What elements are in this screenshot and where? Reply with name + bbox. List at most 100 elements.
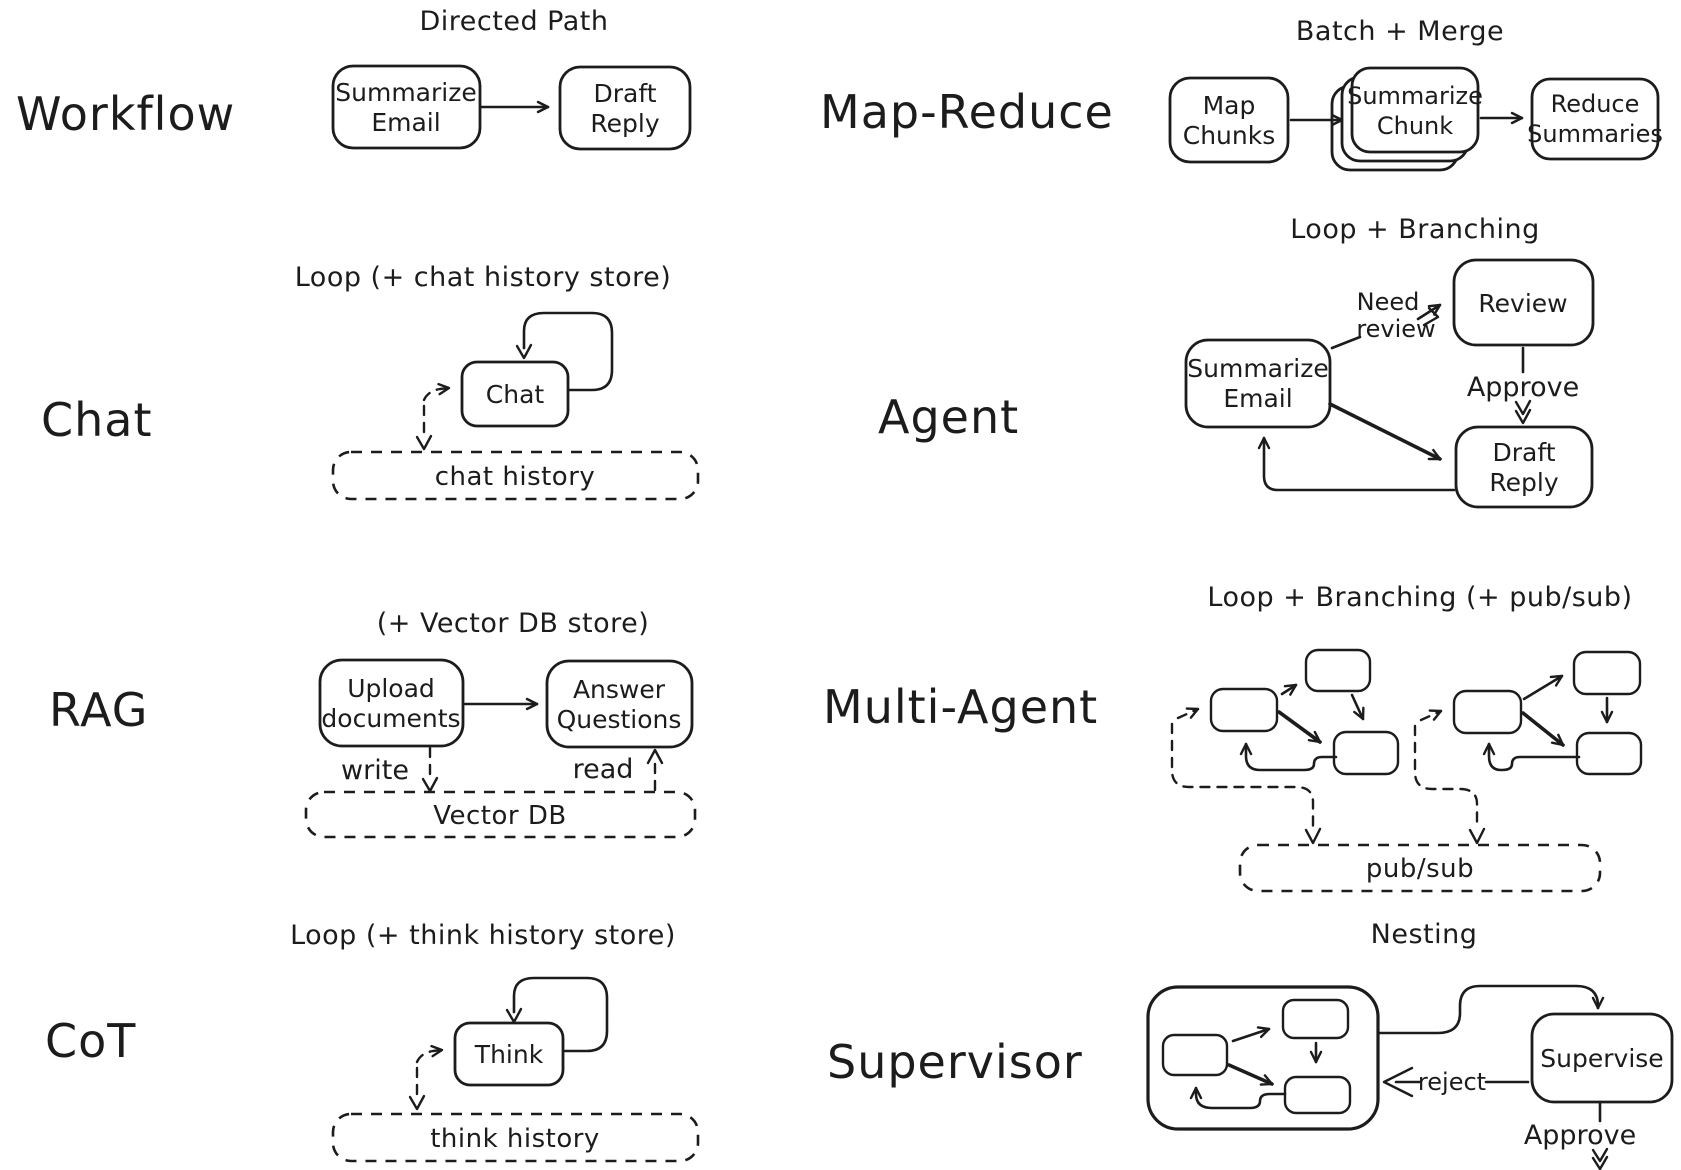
cluster-left-pubsub-dashed-line — [1170, 722, 1315, 830]
workflow-summarize-email-line2: Email — [371, 108, 440, 137]
nested-a-to-b-arrow — [1231, 1026, 1271, 1043]
rag-caption: (+ Vector DB store) — [377, 608, 650, 639]
cluster-right-node-c — [1575, 731, 1643, 776]
workflow-draft-reply-line2: Reply — [590, 109, 659, 138]
multi-agent-cluster-left — [1170, 648, 1400, 845]
cluster-left-a-to-c-arrow — [1277, 710, 1322, 744]
cot-loop-arrow — [512, 976, 609, 1053]
cluster-left-node-b — [1304, 648, 1372, 693]
agent-approve-text: Approve — [1467, 372, 1579, 403]
cluster-left-node-a — [1209, 687, 1279, 733]
workflow-summarize-email-line1: Summarize — [335, 78, 476, 107]
agent-summarize-email-node — [1184, 338, 1332, 429]
workflow-label: Workflow — [16, 87, 235, 141]
reduce-summaries-line2: Summaries — [1527, 120, 1663, 148]
rag-read-text: read — [573, 754, 634, 785]
cluster-right-pubsub-dashed-line — [1413, 724, 1479, 830]
think-history-store — [331, 1112, 700, 1163]
chat-caption: Loop (+ chat history store) — [295, 262, 672, 293]
rag-upload-node — [318, 658, 465, 748]
supervise-node — [1530, 1012, 1674, 1104]
think-node — [453, 1021, 565, 1087]
agent-summarize-to-draft-arrow — [1328, 402, 1442, 461]
pubsub-text: pub/sub — [1366, 854, 1474, 884]
agent-draft-reply-line2: Reply — [1489, 468, 1558, 497]
cluster-left-b-to-c-arrow — [1350, 693, 1365, 721]
agent-approve-arrowhead-1 — [1514, 399, 1532, 416]
agent-need-review-line1: Need — [1357, 288, 1420, 316]
agent-need-review-line2: review — [1356, 315, 1435, 343]
rag-answer-line2: Questions — [557, 705, 682, 734]
rag-answer-node — [545, 659, 694, 749]
cluster-left-node-c — [1332, 730, 1400, 776]
chat-loop-arrowhead — [515, 343, 533, 360]
chat-node — [460, 360, 570, 428]
cluster-left-pubsub-arrowhead — [1304, 827, 1322, 845]
map-chunks-node — [1168, 76, 1290, 164]
workflow-summarize-email-node — [331, 64, 482, 150]
cluster-right-inbound-dashed-arrow — [1419, 709, 1443, 722]
reject-text: reject — [1418, 1068, 1486, 1096]
nested-node-b — [1281, 998, 1350, 1040]
supervisor-approve-arrowhead-2 — [1591, 1155, 1609, 1170]
nested-node-c — [1283, 1075, 1352, 1115]
cluster-right-pubsub-arrowhead — [1468, 827, 1486, 845]
summarize-chunk-line1: Summarize — [1347, 82, 1483, 110]
cot-label: CoT — [45, 1014, 136, 1068]
summarize-chunk-node — [1350, 66, 1480, 154]
rag-upload-line2: documents — [321, 704, 460, 733]
vector-db-store — [304, 790, 697, 839]
supervisor-caption: Nesting — [1371, 919, 1478, 950]
nested-node-a — [1161, 1033, 1229, 1077]
vector-db-text: Vector DB — [433, 801, 566, 831]
multi-agent-caption: Loop + Branching (+ pub/sub) — [1207, 582, 1632, 613]
agent-review-text: Review — [1478, 289, 1567, 318]
reject-arrowhead — [1382, 1066, 1414, 1098]
workflow-draft-reply-node — [558, 65, 692, 151]
section-agent: Agent Loop + Branching Summarize Email R… — [878, 214, 1595, 509]
think-node-text: Think — [474, 1040, 544, 1069]
reduce-summaries-node — [1530, 77, 1660, 161]
cluster-right-return-arrow — [1482, 742, 1581, 772]
cot-input-dashed-arrow — [415, 1044, 444, 1064]
chat-loop-arrow — [522, 311, 614, 392]
map-chunks-line1: Map — [1203, 91, 1256, 120]
agent-label: Agent — [878, 390, 1019, 444]
agent-draft-reply-node — [1454, 425, 1594, 509]
cluster-right-a-to-c-arrow — [1521, 711, 1565, 747]
section-supervisor: Supervisor Nesting Supervise reject Appr… — [827, 919, 1674, 1170]
agent-summarize-email-line1: Summarize — [1187, 354, 1328, 383]
chat-label: Chat — [41, 393, 153, 447]
cluster-right-node-a — [1452, 689, 1523, 735]
agent-review-node — [1452, 258, 1595, 347]
section-multi-agent: Multi-Agent Loop + Branching (+ pub/sub) — [823, 582, 1643, 893]
chat-input-dashed-arrow — [422, 382, 451, 402]
reduce-summaries-line1: Reduce — [1551, 90, 1640, 118]
map-chunks-line2: Chunks — [1183, 121, 1276, 150]
rag-upload-line1: Upload — [347, 674, 435, 703]
map-reduce-label: Map-Reduce — [820, 85, 1114, 139]
cluster-right-a-to-b-arrow — [1522, 674, 1564, 701]
agent-need-review-tick — [1330, 335, 1362, 350]
pubsub-store — [1238, 843, 1602, 893]
chat-history-store — [331, 450, 700, 501]
cluster-left-a-to-b-arrow — [1280, 683, 1298, 696]
agent-need-review-arrow-extra-chevron — [1422, 306, 1440, 327]
think-history-text: think history — [430, 1124, 600, 1154]
chat-history-text: chat history — [435, 462, 596, 492]
map-reduce-caption: Batch + Merge — [1296, 16, 1504, 47]
supervisor-label: Supervisor — [827, 1035, 1083, 1089]
section-workflow: Workflow Directed Path Summarize Email D… — [16, 6, 692, 151]
rag-read-arrowhead — [646, 748, 664, 765]
nested-a-to-c-arrow — [1227, 1063, 1274, 1086]
workflow-caption: Directed Path — [420, 6, 609, 37]
nested-return-arrow — [1189, 1086, 1287, 1110]
cluster-left-inbound-dashed-arrow — [1176, 707, 1200, 720]
cluster-left-return-arrow — [1239, 742, 1338, 772]
supervise-text: Supervise — [1540, 1044, 1663, 1073]
cluster-right-node-b — [1572, 650, 1642, 696]
cot-store-arrowhead — [408, 1094, 426, 1111]
section-rag: RAG (+ Vector DB store) Upload documents… — [49, 608, 697, 839]
